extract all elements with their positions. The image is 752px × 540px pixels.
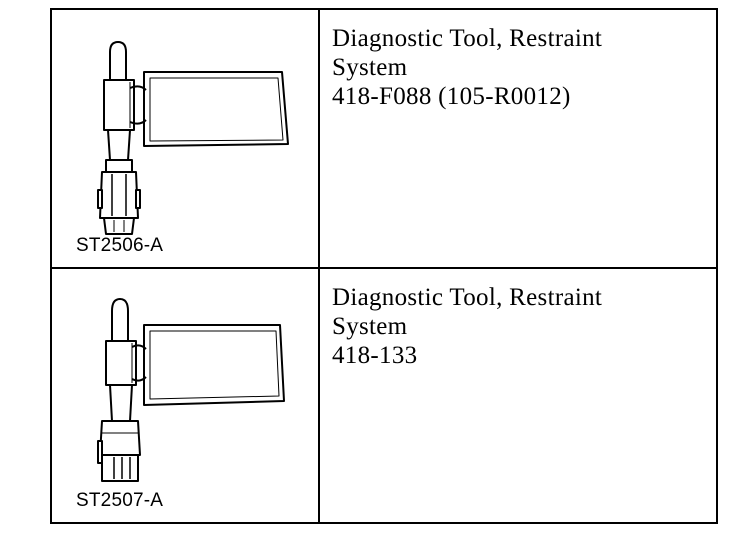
tool-part-number: 418-F088 (105-R0012) (332, 83, 571, 110)
tool-description-cell-1: Diagnostic Tool, Restraint System 418-F0… (320, 10, 716, 269)
tool-description: Diagnostic Tool, Restraint System 418-F0… (332, 24, 602, 111)
tool-image-cell-2: ST2507-A (52, 269, 320, 522)
tool-name-line-2: System (332, 54, 408, 81)
figure-id: ST2506-A (76, 235, 164, 256)
diagnostic-tool-illustration (97, 298, 285, 482)
tool-description: Diagnostic Tool, Restraint System 418-13… (332, 283, 602, 370)
figure-id: ST2507-A (76, 490, 164, 511)
tool-description-cell-2: Diagnostic Tool, Restraint System 418-13… (320, 269, 716, 522)
tool-image-cell-1: ST2506-A (52, 10, 320, 269)
tool-name-line-1: Diagnostic Tool, Restraint (332, 284, 603, 311)
tool-part-number: 418-133 (332, 342, 418, 369)
tool-table: ST2506-A Diagnostic Tool, Restraint Syst… (50, 8, 718, 524)
diagnostic-tool-illustration (97, 41, 289, 235)
tool-name-line-1: Diagnostic Tool, Restraint (332, 25, 603, 52)
tool-name-line-2: System (332, 313, 408, 340)
